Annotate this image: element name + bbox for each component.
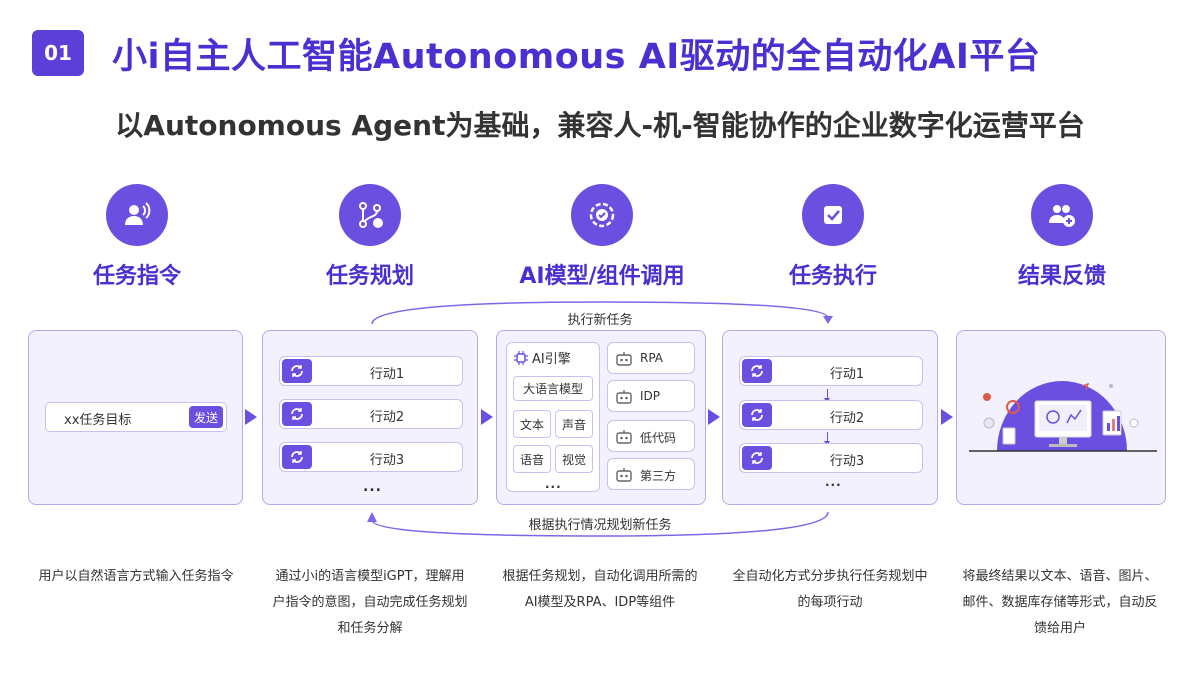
ai-engine-more: ... <box>545 477 562 491</box>
step-title-feedback: 结果反馈 <box>1017 264 1106 289</box>
loop-label-top: 执行新任务 <box>540 309 660 328</box>
flow-arrow-2 <box>481 409 493 425</box>
robot-icon <box>616 430 632 444</box>
step-title-planning: 任务规划 <box>325 264 414 289</box>
send-button[interactable]: 发送 <box>189 406 223 428</box>
plan-action-1: 行动1 <box>279 356 463 386</box>
vision-chip: 视觉 <box>555 445 593 473</box>
ai-engine-header: AI引擎 <box>513 348 571 367</box>
speech-chip: 语音 <box>513 445 551 473</box>
robot-icon <box>616 390 632 404</box>
command-panel: xx任务目标 发送 <box>28 330 243 505</box>
ai-engine-group: AI引擎 大语言模型 文本 声音 语音 视觉 ... <box>506 342 600 492</box>
exec-action-3: 行动3 <box>739 443 923 473</box>
voice-user-icon <box>106 184 168 246</box>
step-description-execution: 全自动化方式分步执行任务规划中的每项行动 <box>732 569 928 610</box>
exec-action-1: 行动1 <box>739 356 923 386</box>
down-arrow <box>824 389 830 403</box>
loop-arrow-top-head <box>823 316 833 324</box>
step-title-model-call: AI模型/组件调用 <box>519 264 685 289</box>
flow-arrow-3 <box>708 409 720 425</box>
tool-third-party: 第三方 <box>607 458 695 490</box>
text-chip: 文本 <box>513 410 551 438</box>
plan-action-label: 行动3 <box>369 453 405 468</box>
loop-label-bottom: 根据执行情况规划新任务 <box>480 514 720 533</box>
step-description-planning: 通过小i的语言模型iGPT，理解用户指令的意图，自动完成任务规划和任务分解 <box>272 569 468 636</box>
sound-chip: 声音 <box>555 410 593 438</box>
step-description-model-call: 根据任务规划，自动化调用所需的AI模型及RPA、IDP等组件 <box>502 569 698 610</box>
page-title: 小i自主人工智能Autonomous AI驱动的全自动化AI平台 <box>112 37 1041 77</box>
tool-rpa: RPA <box>607 342 695 374</box>
tool-low-code: 低代码 <box>607 420 695 452</box>
step-title-command: 任务指令 <box>92 264 181 289</box>
plan-more: ... <box>363 479 382 495</box>
chip-icon <box>514 350 528 365</box>
down-arrow <box>824 432 830 446</box>
refresh-icon <box>282 402 312 426</box>
refresh-icon <box>742 446 772 470</box>
model-panel: AI引擎 大语言模型 文本 声音 语音 视觉 ... RPA IDP 低代码 第… <box>496 330 706 505</box>
gear-check-icon <box>571 184 633 246</box>
checkbox-icon <box>802 184 864 246</box>
tool-idp: IDP <box>607 380 695 412</box>
users-add-icon <box>1031 184 1093 246</box>
refresh-icon <box>742 403 772 427</box>
exec-action-2: 行动2 <box>739 400 923 430</box>
step-title-execution: 任务执行 <box>788 264 877 289</box>
flow-arrow-4 <box>941 409 953 425</box>
feedback-illustration <box>969 381 1157 452</box>
branch-flow-icon <box>339 184 401 246</box>
task-input-text: xx任务目标 <box>64 413 132 428</box>
exec-more: ... <box>825 475 842 489</box>
plan-action-2: 行动2 <box>279 399 463 429</box>
plan-action-label: 行动1 <box>369 367 405 382</box>
llm-chip: 大语言模型 <box>513 376 593 401</box>
step-description-feedback: 将最终结果以文本、语音、图片、邮件、数据库存储等形式，自动反馈给用户 <box>962 569 1158 636</box>
tool-third-party-label: 第三方 <box>640 469 677 483</box>
refresh-icon <box>282 359 312 383</box>
exec-action-label: 行动2 <box>829 411 865 426</box>
flow-arrow-1 <box>245 409 257 425</box>
robot-icon <box>616 352 632 366</box>
exec-action-label: 行动3 <box>829 454 865 469</box>
exec-action-label: 行动1 <box>829 367 865 382</box>
tool-low-code-label: 低代码 <box>640 431 677 445</box>
section-number-badge: 01 <box>32 30 84 76</box>
planning-panel: 行动1 行动2 行动3 ... <box>262 330 478 505</box>
feedback-panel <box>956 330 1166 505</box>
refresh-icon <box>742 359 772 383</box>
step-description-command: 用户以自然语言方式输入任务指令 <box>38 569 234 584</box>
plan-action-3: 行动3 <box>279 442 463 472</box>
refresh-icon <box>282 445 312 469</box>
task-input[interactable]: xx任务目标 发送 <box>45 402 227 432</box>
tool-idp-label: IDP <box>640 389 661 403</box>
execution-panel: 行动1 行动2 行动3 ... <box>722 330 938 505</box>
robot-icon <box>616 468 632 482</box>
loop-arrow-bottom-head <box>367 512 377 522</box>
tool-rpa-label: RPA <box>640 351 664 365</box>
plan-action-label: 行动2 <box>369 410 405 425</box>
page-subtitle: 以Autonomous Agent为基础，兼容人-机-智能协作的企业数字化运营平… <box>115 109 1085 142</box>
ai-engine-label: AI引擎 <box>532 352 571 367</box>
